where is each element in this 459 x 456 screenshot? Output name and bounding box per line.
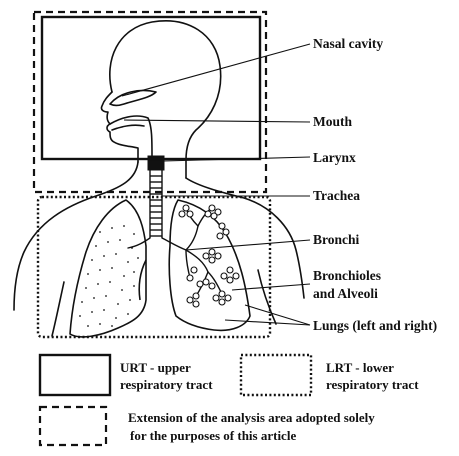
label-nasal-cavity: Nasal cavity	[313, 36, 383, 51]
legend-extension-line2: for the purposes of this article	[130, 428, 296, 443]
trachea	[150, 170, 162, 238]
legend-lrt-line2: respiratory tract	[326, 377, 419, 392]
head-outline	[110, 21, 221, 178]
right-arm-line	[258, 270, 276, 324]
legend-urt-line1: URT - upper	[120, 360, 191, 375]
label-mouth: Mouth	[313, 114, 352, 129]
legend-urt-swatch	[40, 355, 110, 395]
tongue-shape	[112, 125, 144, 130]
legend-extension-line1: Extension of the analysis area adopted s…	[128, 410, 375, 425]
right-lung	[169, 200, 250, 330]
lungs	[70, 200, 250, 337]
label-trachea: Trachea	[313, 188, 360, 203]
left-lung-notch	[139, 260, 146, 300]
legend-urt-line2: respiratory tract	[120, 377, 213, 392]
mouth-leader	[124, 120, 310, 122]
legend: URT - upper respiratory tract LRT - lowe…	[40, 355, 419, 445]
label-larynx: Larynx	[313, 150, 356, 165]
mouth-shape	[110, 116, 152, 156]
label-lungs: Lungs (left and right)	[313, 318, 437, 333]
label-bronchioles-2: and Alveoli	[313, 286, 378, 301]
bronchi-leader	[186, 240, 310, 250]
legend-lrt-line1: LRT - lower	[326, 360, 394, 375]
label-bronchi: Bronchi	[313, 232, 360, 247]
label-bronchioles-1: Bronchioles	[313, 268, 381, 283]
left-lung-stipple	[79, 225, 139, 327]
legend-lrt-swatch	[241, 355, 311, 395]
left-arm-line	[52, 282, 64, 336]
legend-extension-swatch	[40, 407, 106, 445]
alveoli	[179, 205, 239, 307]
right-main-bronchus	[162, 238, 186, 250]
left-lung	[70, 200, 146, 337]
